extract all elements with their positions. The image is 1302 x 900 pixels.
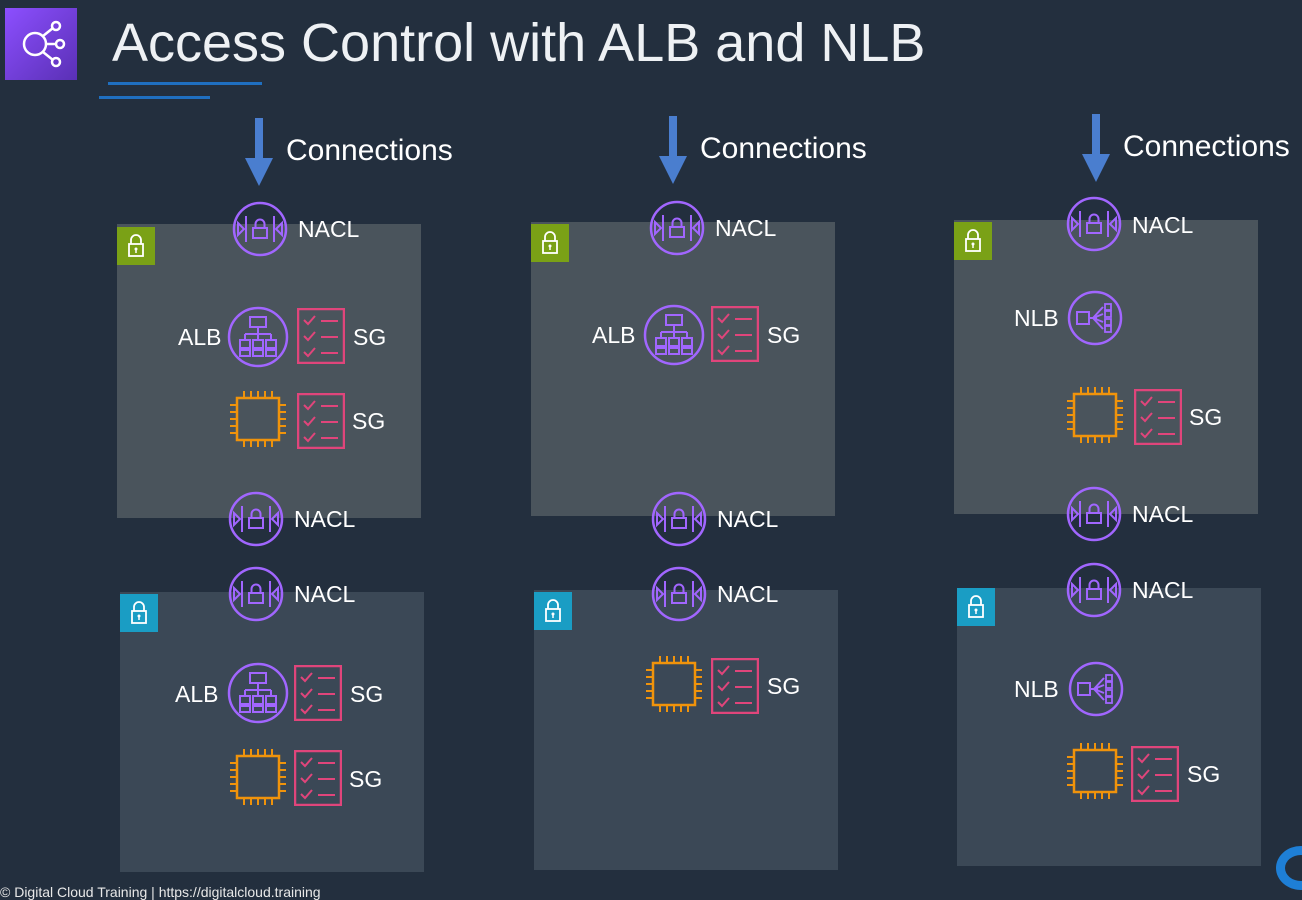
alb-icon xyxy=(227,662,289,729)
alb-label: ALB xyxy=(592,322,636,348)
title-underline-short xyxy=(99,96,210,99)
private-subnet-lock-icon xyxy=(534,592,572,630)
alb-label: ALB xyxy=(175,681,219,707)
nacl-icon xyxy=(649,200,705,261)
sg-label: SG xyxy=(349,766,383,792)
ec2-instance-icon xyxy=(229,748,287,811)
security-group-icon xyxy=(710,305,760,367)
security-group-icon xyxy=(1133,388,1183,450)
nacl-label: NACL xyxy=(294,581,356,607)
nacl-label: NACL xyxy=(1132,501,1194,527)
nacl-label: NACL xyxy=(294,506,356,532)
footer-copyright: © Digital Cloud Training | https://digit… xyxy=(0,884,321,900)
nacl-icon xyxy=(651,566,707,627)
nacl-icon xyxy=(232,201,288,262)
security-group-icon xyxy=(293,664,343,726)
public-subnet-lock-icon xyxy=(531,224,569,262)
sg-label: SG xyxy=(352,408,386,434)
public-subnet-1 xyxy=(117,224,421,518)
sg-label: SG xyxy=(1189,404,1223,430)
ec2-instance-icon xyxy=(1066,386,1124,449)
private-subnet-2 xyxy=(534,590,838,870)
nacl-icon xyxy=(228,566,284,627)
nlb-icon xyxy=(1067,290,1123,351)
private-subnet-3 xyxy=(957,588,1261,866)
public-subnet-2 xyxy=(531,222,835,516)
security-group-icon xyxy=(1130,745,1180,807)
nacl-icon xyxy=(228,491,284,552)
nacl-icon xyxy=(651,491,707,552)
security-group-icon xyxy=(296,392,346,454)
private-subnet-lock-icon xyxy=(120,594,158,632)
connections-arrow-icon xyxy=(1082,114,1110,187)
security-group-icon xyxy=(296,307,346,369)
brand-corner-logo-icon xyxy=(1276,846,1302,890)
nacl-label: NACL xyxy=(1132,577,1194,603)
sg-label: SG xyxy=(353,324,387,350)
title-underline xyxy=(108,82,262,85)
nlb-label: NLB xyxy=(1014,305,1059,331)
public-subnet-3 xyxy=(954,220,1258,514)
connections-label: Connections xyxy=(1123,130,1290,163)
nacl-icon xyxy=(1066,196,1122,257)
connections-arrow-icon xyxy=(245,118,273,191)
nacl-label: NACL xyxy=(298,216,360,242)
connections-label: Connections xyxy=(700,132,867,165)
security-group-icon xyxy=(293,749,343,811)
nacl-label: NACL xyxy=(715,215,777,241)
public-subnet-lock-icon xyxy=(954,222,992,260)
alb-icon xyxy=(227,306,289,373)
sg-label: SG xyxy=(767,322,801,348)
nacl-icon xyxy=(1066,562,1122,623)
sg-label: SG xyxy=(1187,761,1221,787)
alb-label: ALB xyxy=(178,324,222,350)
nacl-label: NACL xyxy=(1132,212,1194,238)
alb-icon xyxy=(643,304,705,371)
private-subnet-lock-icon xyxy=(957,588,995,626)
page-title: Access Control with ALB and NLB xyxy=(112,13,926,73)
connections-label: Connections xyxy=(286,134,453,167)
elastic-load-balancing-logo-icon xyxy=(5,8,77,80)
ec2-instance-icon xyxy=(229,390,287,453)
nacl-label: NACL xyxy=(717,581,779,607)
nlb-icon xyxy=(1068,661,1124,722)
nlb-label: NLB xyxy=(1014,676,1059,702)
sg-label: SG xyxy=(767,673,801,699)
ec2-instance-icon xyxy=(1066,742,1124,805)
private-subnet-1 xyxy=(120,592,424,872)
connections-arrow-icon xyxy=(659,116,687,189)
ec2-instance-icon xyxy=(645,655,703,718)
nacl-icon xyxy=(1066,486,1122,547)
public-subnet-lock-icon xyxy=(117,227,155,265)
sg-label: SG xyxy=(350,681,384,707)
nacl-label: NACL xyxy=(717,506,779,532)
security-group-icon xyxy=(710,657,760,719)
